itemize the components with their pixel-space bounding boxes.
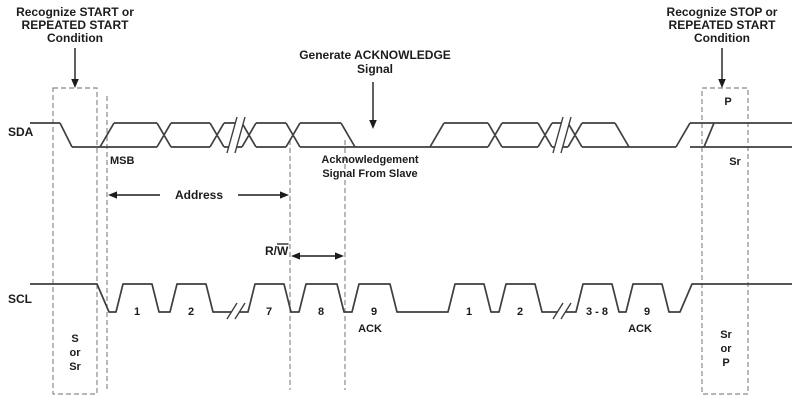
scl-signal-label: SCL bbox=[8, 292, 32, 306]
clock-number-8: 8 bbox=[318, 306, 324, 318]
start-box-sr: Sr bbox=[69, 361, 81, 373]
stop-arrow-down-icon bbox=[718, 79, 726, 88]
stop-box-sr: Sr bbox=[720, 329, 732, 341]
rw-label-prefix: R/ bbox=[265, 244, 278, 258]
clock-number-b2-3-8: 3 - 8 bbox=[586, 306, 608, 318]
break-masks bbox=[227, 114, 571, 323]
sda-break2-mask bbox=[553, 114, 571, 156]
address-arrow-right-icon bbox=[280, 191, 289, 199]
annotation-stop-line1: Recognize STOP or bbox=[667, 5, 778, 19]
sda-break2-icon bbox=[552, 116, 572, 154]
scl-break1-icon bbox=[226, 302, 246, 320]
start-box-or: or bbox=[70, 347, 82, 359]
clock-number-b2-9: 9 bbox=[644, 306, 650, 318]
ack2-label: ACK bbox=[628, 323, 652, 335]
annotation-generate-ack-line2: Signal bbox=[357, 62, 393, 76]
clock-number-2: 2 bbox=[188, 306, 194, 318]
start-box-s: S bbox=[71, 333, 78, 345]
address-label: Address bbox=[175, 188, 223, 202]
annotation-start-line2: REPEATED START bbox=[22, 18, 130, 32]
scl-break2-mask bbox=[553, 299, 571, 323]
sda-break1-mask bbox=[227, 114, 245, 156]
clock-number-b2-2: 2 bbox=[517, 306, 523, 318]
rw-label-w: W bbox=[277, 244, 289, 258]
stop-p-label: P bbox=[724, 96, 731, 108]
annotation-stop-line3: Condition bbox=[694, 31, 750, 45]
annotation-start-line1: Recognize START or bbox=[16, 5, 134, 19]
labels: Recognize START or REPEATED START Condit… bbox=[8, 5, 778, 373]
waveforms bbox=[30, 122, 792, 313]
start-condition-box bbox=[52, 87, 98, 395]
start-arrow-down-icon bbox=[71, 79, 79, 88]
scl-waveform bbox=[30, 283, 792, 313]
stop-sr-label: Sr bbox=[729, 156, 741, 168]
sda-transitions bbox=[59, 122, 715, 148]
annotation-stop-line2: REPEATED START bbox=[669, 18, 777, 32]
annotation-generate-ack-line1: Generate ACKNOWLEDGE bbox=[299, 48, 451, 62]
ack-from-slave-line2: Signal From Slave bbox=[322, 168, 417, 180]
stop-box-p: P bbox=[722, 357, 729, 369]
break-slashes bbox=[226, 116, 572, 320]
clock-number-9: 9 bbox=[371, 306, 377, 318]
clock-number-1: 1 bbox=[134, 306, 140, 318]
scl-break2-icon bbox=[552, 302, 572, 320]
clock-number-b2-1: 1 bbox=[466, 306, 472, 318]
ack-arrow-down-icon bbox=[369, 120, 377, 129]
sda-signal-label: SDA bbox=[8, 125, 34, 139]
rw-arrow-left-icon bbox=[291, 252, 300, 260]
ack1-label: ACK bbox=[358, 323, 382, 335]
rw-arrow-right-icon bbox=[335, 252, 344, 260]
stop-box-or: or bbox=[721, 343, 733, 355]
annotation-start-line3: Condition bbox=[47, 31, 103, 45]
sda-break1-icon bbox=[226, 116, 246, 154]
dashed-guides bbox=[52, 87, 749, 395]
scl-break1-mask bbox=[227, 299, 245, 323]
msb-label: MSB bbox=[110, 155, 135, 167]
ack-from-slave-line1: Acknowledgement bbox=[321, 154, 419, 166]
arrows bbox=[71, 48, 726, 260]
clock-number-7: 7 bbox=[266, 306, 272, 318]
address-arrow-left-icon bbox=[108, 191, 117, 199]
